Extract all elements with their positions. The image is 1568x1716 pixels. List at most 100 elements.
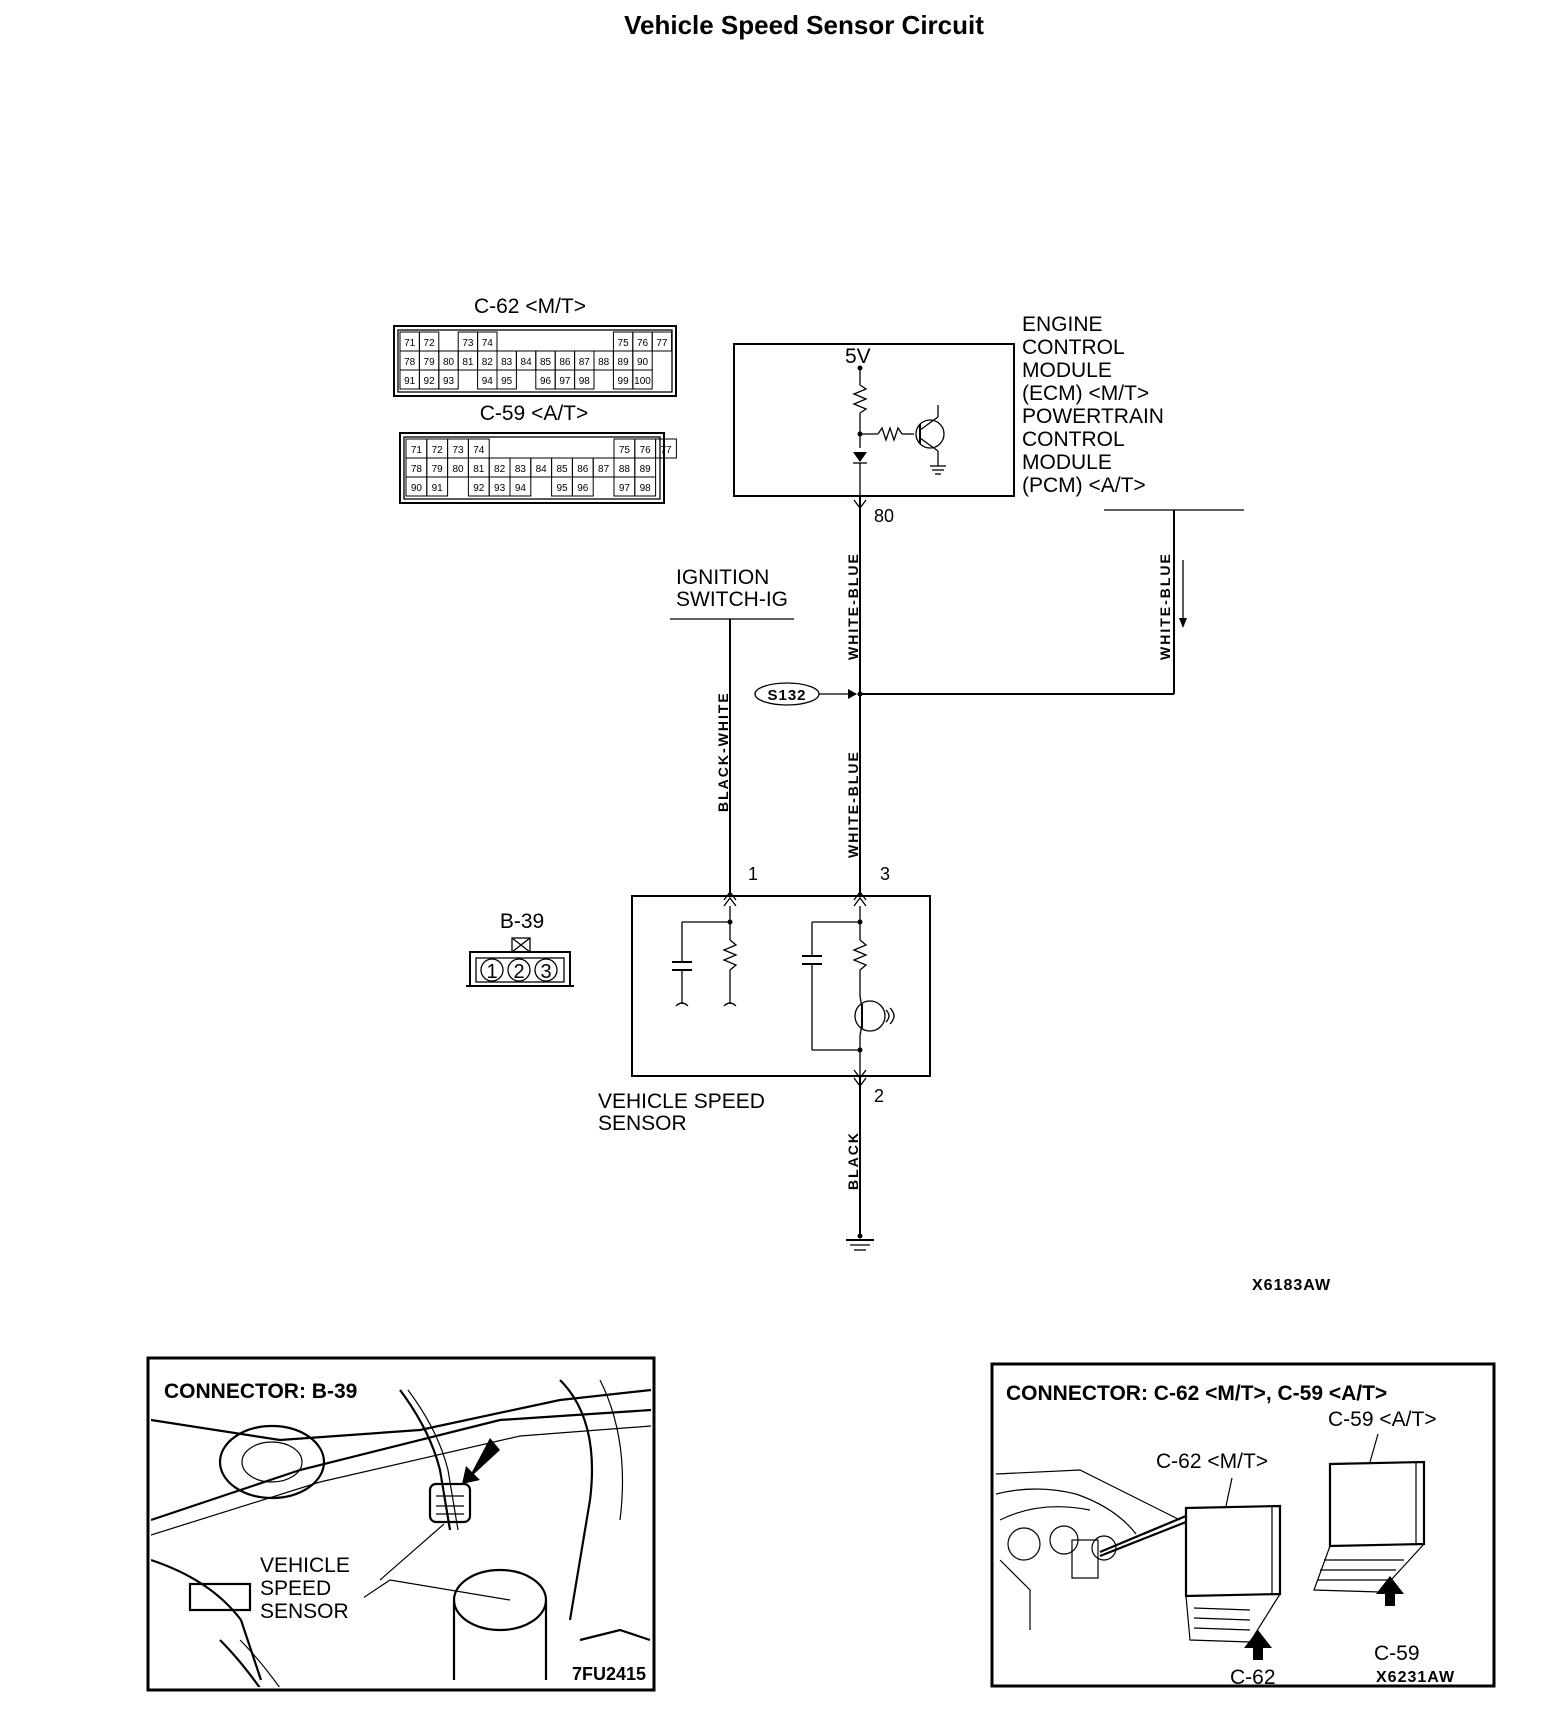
connector-cavity	[510, 439, 531, 458]
connector-pin-number: 96	[577, 483, 589, 494]
connector-pin-number: 71	[404, 338, 416, 349]
connector-pin-number: 80	[443, 357, 455, 368]
b39-pin: 2	[513, 961, 524, 983]
connector-cavity	[593, 477, 614, 496]
connector-pin-number: 82	[482, 357, 494, 368]
connector-cavity	[489, 439, 510, 458]
connector-cavity	[571, 476, 594, 497]
connector-pin-number: 91	[432, 483, 444, 494]
connector-cavity	[634, 476, 657, 497]
connector-cavity	[509, 476, 532, 497]
connector-pin-number: 95	[501, 376, 513, 387]
ecm-supply-voltage: 5V	[845, 345, 871, 368]
connector-cavity	[438, 369, 459, 390]
connector-pin-number: 73	[452, 445, 464, 456]
ecm-label-line: (ECM) <M/T>	[1022, 382, 1149, 405]
module-c59: C-59	[1313, 1433, 1426, 1665]
connector-pin-number: 85	[540, 357, 552, 368]
connector-pin-number: 86	[577, 464, 589, 475]
connector-pin-number: 95	[556, 483, 568, 494]
photo-right-c62-bottom: C-62	[1230, 1666, 1276, 1689]
connector-pin-number: 97	[619, 483, 631, 494]
connector-pin-number: 79	[424, 357, 436, 368]
connector-pin-number: 84	[536, 464, 548, 475]
connector-pin-number: 88	[619, 464, 631, 475]
sensor-label-line2: SENSOR	[598, 1112, 687, 1135]
connector-cavity	[426, 476, 449, 497]
ignition-switch-feed: IGNITION SWITCH-IG BLACK-WHITE	[670, 566, 794, 896]
connector-c59-label: C-59 <A/T>	[480, 402, 589, 425]
b39-pin: 1	[486, 961, 497, 983]
engine-bay-sketch	[151, 1379, 651, 1687]
connector-pin-number: 73	[462, 338, 474, 349]
wire-color-label: BLACK-WHITE	[715, 691, 731, 812]
connector-pin-number: 94	[482, 376, 494, 387]
connector-pin-number: 83	[501, 357, 513, 368]
connector-pin-number: 79	[432, 464, 444, 475]
connector-pin-number: 78	[411, 464, 423, 475]
connector-cavity	[555, 332, 574, 351]
connector-cavity	[516, 370, 535, 389]
connector-pin-number: 94	[515, 483, 527, 494]
connector-pin-number: 76	[640, 445, 652, 456]
photo-left-code: 7FU2415	[572, 1664, 646, 1684]
connector-cavity	[575, 332, 594, 351]
wire-color-label: BLACK	[845, 1131, 861, 1190]
connector-pin-number: 74	[473, 445, 485, 456]
sensor-pin-1: 1	[748, 864, 758, 884]
connector-cavity	[655, 438, 677, 459]
diagram-code: X6183AW	[1252, 1277, 1331, 1294]
connector-pin-number: 90	[411, 483, 423, 494]
connector-pin-number: 93	[494, 483, 506, 494]
connector-pin-number: 87	[579, 357, 591, 368]
connector-cavity	[632, 369, 653, 390]
connector-cavity	[536, 332, 555, 351]
ground-path: 2 BLACK	[845, 1069, 884, 1251]
connector-pin-number: 98	[640, 483, 652, 494]
photo-connector-c62-c59: CONNECTOR: C-62 <M/T>, C-59 <A/T> C-59 <…	[990, 1362, 1496, 1689]
photo-right-code: X6231AW	[1376, 1669, 1455, 1686]
diagram-title: Vehicle Speed Sensor Circuit	[624, 10, 984, 40]
connector-pin-number: 92	[424, 376, 436, 387]
connector-pin-number: 81	[462, 357, 474, 368]
ignition-label-line1: IGNITION	[676, 566, 769, 589]
splice-s132: S132 WHITE-BLUE	[754, 509, 1244, 706]
photo-left-callout: VEHICLE	[260, 1554, 350, 1577]
connector-pin-number: 74	[482, 338, 494, 349]
connector-pin-number: 76	[637, 338, 649, 349]
connector-cavity	[516, 332, 535, 351]
connector-pin-number: 72	[424, 338, 436, 349]
splice-label: S132	[767, 687, 806, 704]
connector-pin-number: 86	[559, 357, 571, 368]
sensor-pin-3: 3	[880, 864, 890, 884]
connector-pin-number: 89	[640, 464, 652, 475]
ecm-pin-80: 80	[874, 506, 894, 526]
connector-cavity	[651, 331, 673, 352]
connector-c62-label: C-62 <M/T>	[474, 295, 586, 318]
connector-cavity	[594, 370, 613, 389]
connector-pin-number: 89	[618, 357, 630, 368]
ecm-module: 5V ENGINE CONTROL MODULE (ECM) <M/T> POW…	[733, 313, 1164, 500]
photo-left-callout: SPEED	[260, 1577, 331, 1600]
wire-color-label: WHITE-BLUE	[1157, 552, 1173, 660]
connector-cavity	[574, 369, 595, 390]
ecm-label-line: CONTROL	[1022, 428, 1125, 451]
photo-right-heading: CONNECTOR: C-62 <M/T>, C-59 <A/T>	[1006, 1382, 1387, 1405]
ignition-label-line2: SWITCH-IG	[676, 588, 788, 611]
connector-pin-number: 90	[637, 357, 649, 368]
connector-cavity	[594, 332, 613, 351]
connector-cavity	[531, 477, 552, 496]
connector-pin-number: 83	[515, 464, 527, 475]
connector-pin-number: 72	[432, 445, 444, 456]
ecm-label-line: ENGINE	[1022, 313, 1103, 336]
connector-pin-number: 92	[473, 483, 485, 494]
connector-cavity	[497, 332, 516, 351]
connector-pin-number: 77	[660, 445, 672, 456]
connector-cavity	[458, 370, 477, 389]
connector-pin-number: 80	[452, 464, 464, 475]
b39-pin: 3	[540, 961, 551, 983]
photo-right-c62-label: C-62 <M/T>	[1156, 1450, 1268, 1473]
module-c62: C-62	[1184, 1477, 1282, 1689]
